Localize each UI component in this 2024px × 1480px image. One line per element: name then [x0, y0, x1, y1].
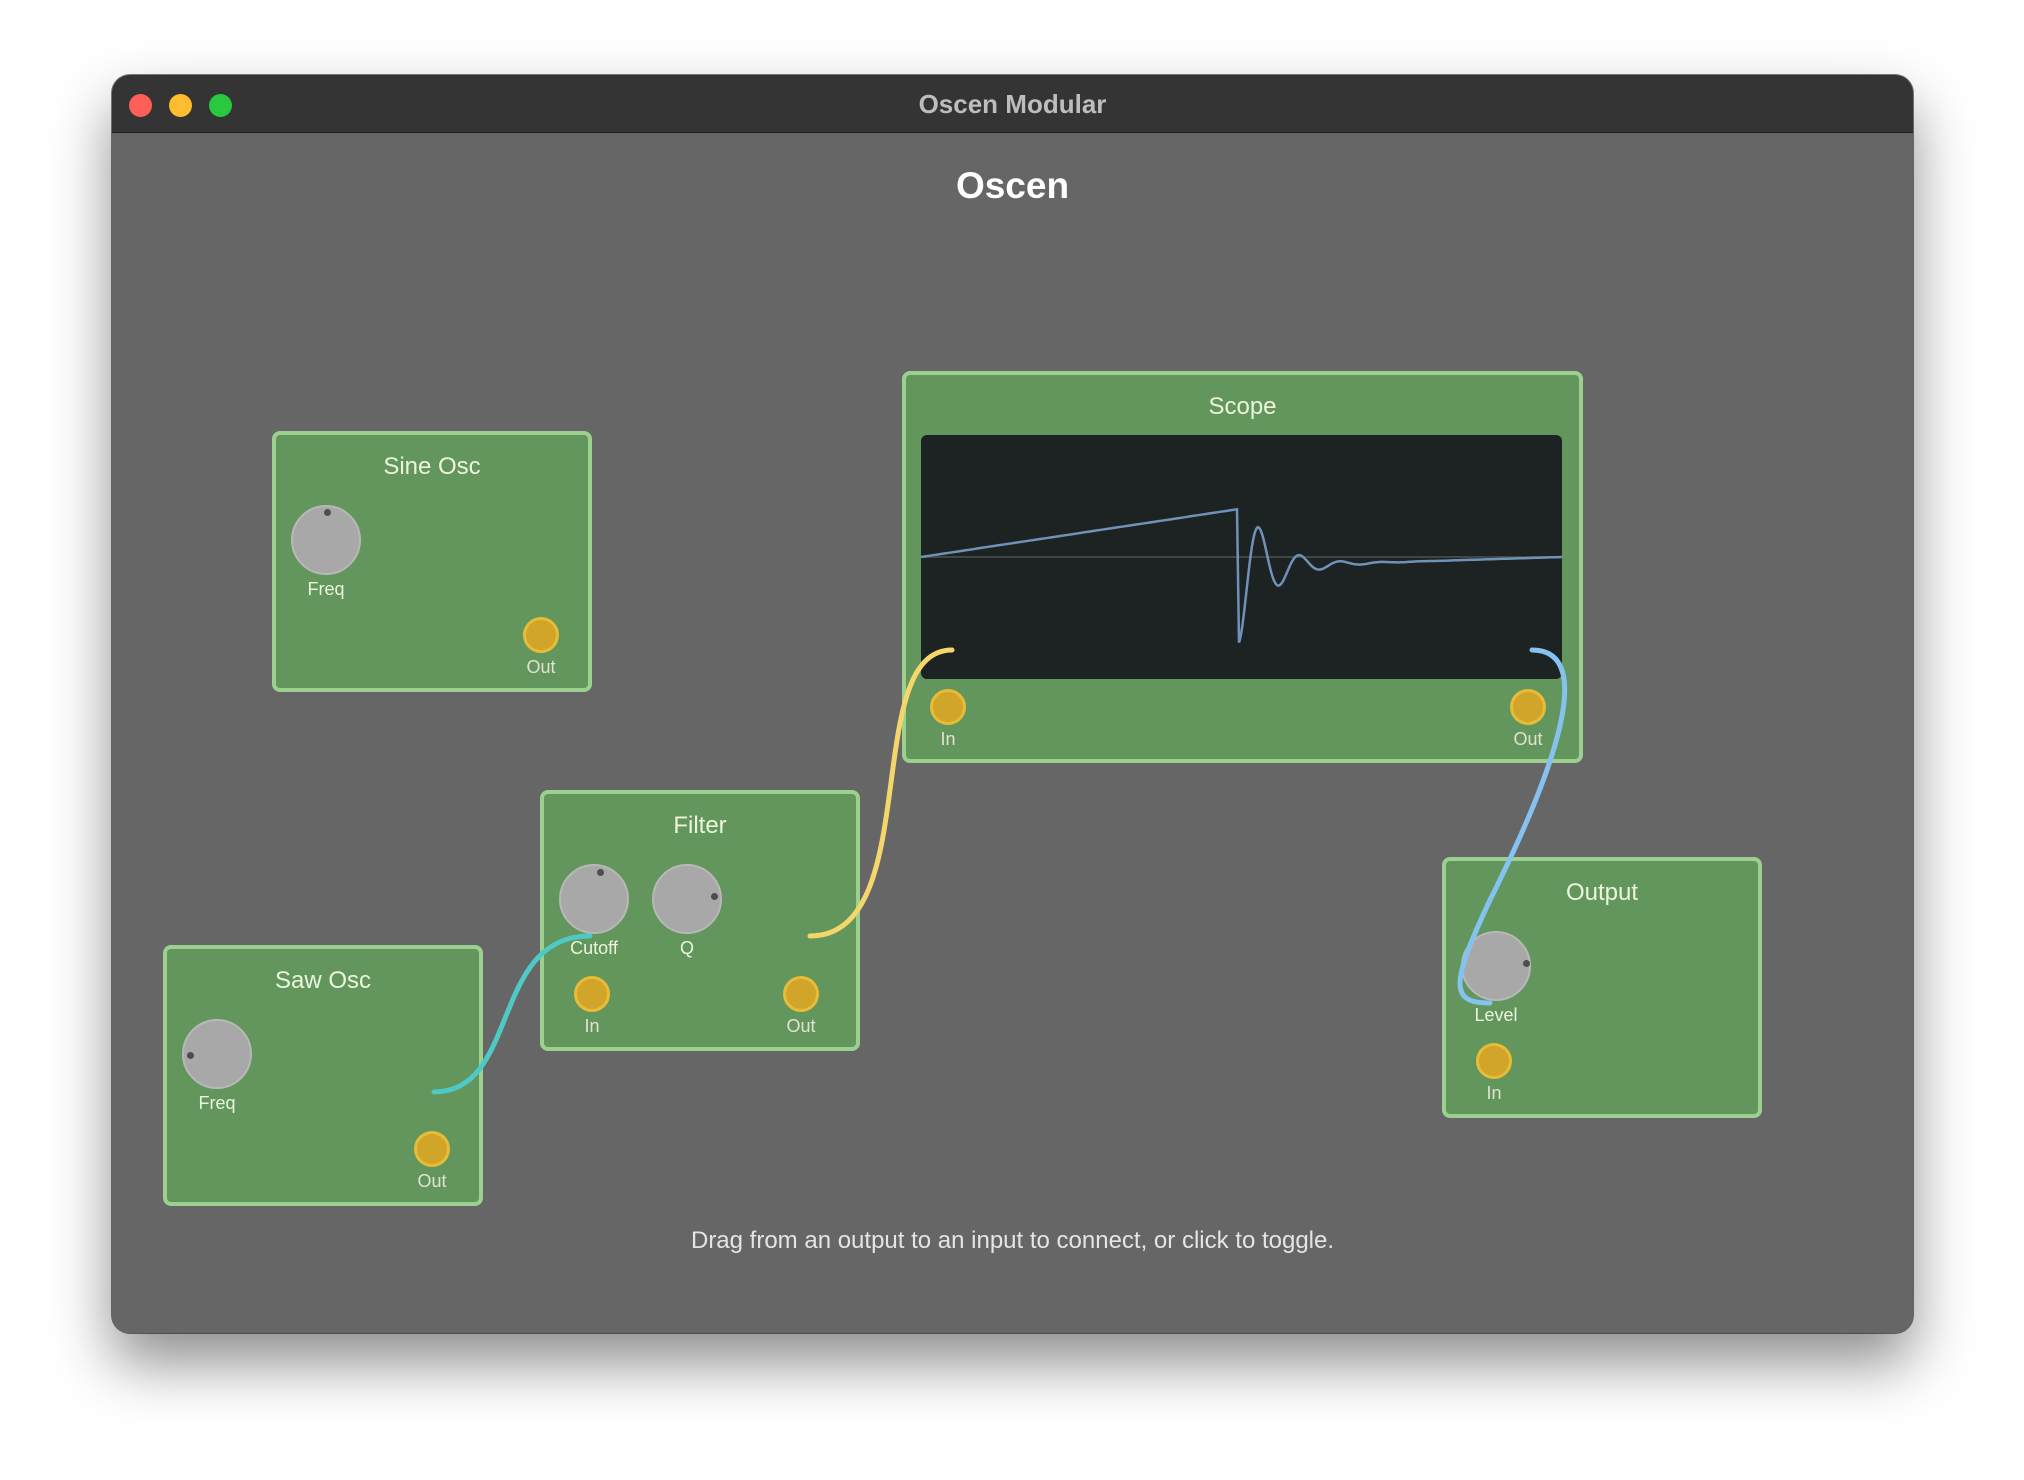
module-title: Output	[1565, 879, 1639, 906]
q-knob[interactable]	[652, 864, 722, 934]
title-bar[interactable]: Oscen Modular	[112, 75, 1913, 133]
port-label: Out	[526, 657, 556, 677]
waveform-trace	[920, 507, 1562, 643]
module-filter[interactable]: Filter Cutoff Q In Out	[540, 790, 860, 1051]
app-title: Oscen	[955, 165, 1070, 206]
output-port[interactable]	[1510, 689, 1546, 725]
port-label: In	[940, 729, 956, 749]
close-button[interactable]	[129, 94, 152, 117]
input-port[interactable]	[930, 689, 966, 725]
module-title: Filter	[673, 812, 727, 839]
knob-indicator	[324, 509, 331, 516]
output-port[interactable]	[414, 1131, 450, 1167]
knob-label: Freq	[307, 579, 345, 599]
port-label: Out	[417, 1171, 447, 1191]
port-label: In	[1486, 1083, 1502, 1103]
freq-knob[interactable]	[182, 1019, 252, 1089]
cutoff-knob[interactable]	[559, 864, 629, 934]
module-title: Scope	[1208, 393, 1277, 420]
module-scope[interactable]: Scope In Out	[902, 371, 1583, 763]
help-hint: Drag from an output to an input to conne…	[690, 1227, 1335, 1254]
knob-label: Level	[1474, 1005, 1518, 1025]
knob-label: Freq	[198, 1093, 236, 1113]
level-knob[interactable]	[1461, 931, 1531, 1001]
app-window: Oscen Modular Oscen Sine Osc Freq Out Sa…	[112, 75, 1913, 1333]
output-port[interactable]	[783, 976, 819, 1012]
minimize-button[interactable]	[169, 94, 192, 117]
module-saw-osc[interactable]: Saw Osc Freq Out	[163, 945, 483, 1206]
output-port[interactable]	[523, 617, 559, 653]
knob-label: Q	[679, 938, 694, 958]
knob-indicator	[711, 893, 718, 900]
knob-indicator	[187, 1052, 194, 1059]
input-port[interactable]	[574, 976, 610, 1012]
module-title: Sine Osc	[383, 453, 481, 480]
port-label: In	[584, 1016, 600, 1036]
knob-label: Cutoff	[570, 938, 618, 958]
maximize-button[interactable]	[209, 94, 232, 117]
scope-display	[920, 435, 1562, 679]
module-sine-osc[interactable]: Sine Osc Freq Out	[272, 431, 592, 692]
module-output[interactable]: Output Level In	[1442, 857, 1762, 1118]
window-title: Oscen Modular	[918, 89, 1107, 119]
input-port[interactable]	[1476, 1043, 1512, 1079]
module-title: Saw Osc	[274, 967, 372, 994]
knob-indicator	[1523, 960, 1530, 967]
knob-indicator	[597, 869, 604, 876]
freq-knob[interactable]	[291, 505, 361, 575]
patch-canvas[interactable]: Oscen Sine Osc Freq Out Saw Osc Freq Out…	[112, 133, 1913, 1333]
port-label: Out	[786, 1016, 816, 1036]
port-label: Out	[1513, 729, 1543, 749]
